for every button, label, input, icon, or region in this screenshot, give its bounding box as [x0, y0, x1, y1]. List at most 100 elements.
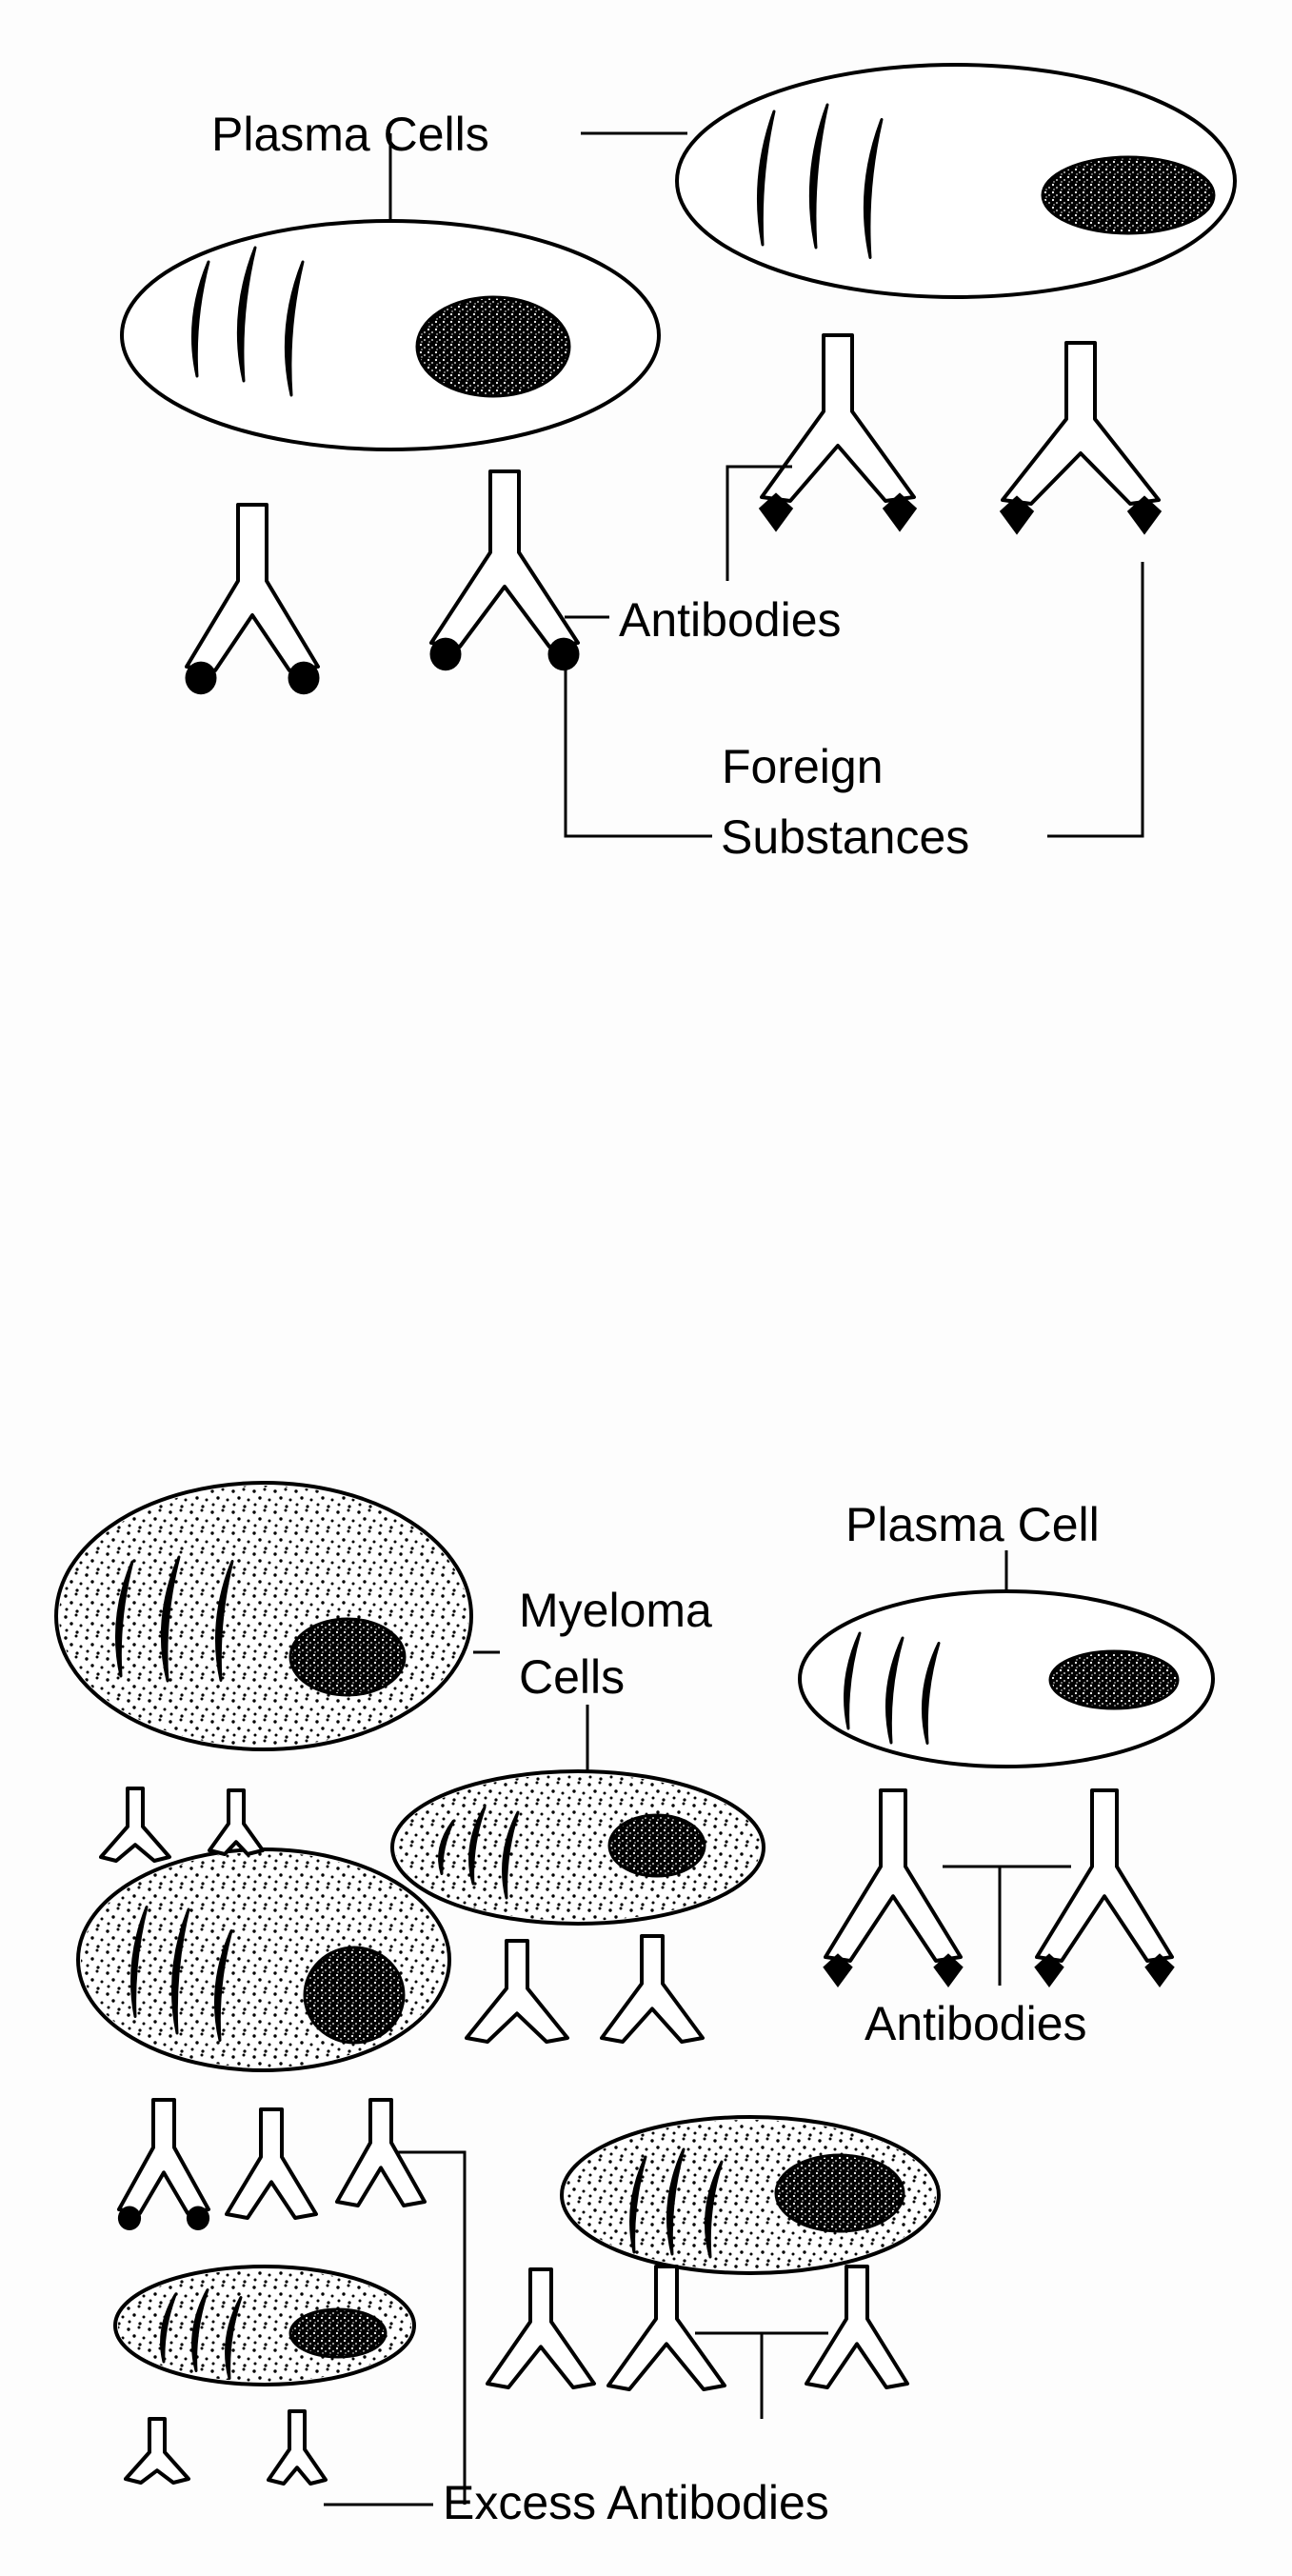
antigen-round [185, 661, 217, 695]
endoplasmic-reticulum-streak [160, 2293, 177, 2364]
endoplasmic-reticulum-streak [170, 1907, 190, 2035]
nucleus [288, 2307, 388, 2359]
endoplasmic-reticulum-streak [863, 118, 884, 259]
antigen-diamond [1144, 1953, 1175, 1988]
endoplasmic-reticulum-streak [502, 1810, 520, 1900]
endoplasmic-reticulum-streak [160, 1555, 181, 1683]
antibody-myeloma-8 [486, 2267, 596, 2389]
endoplasmic-reticulum-streak [284, 260, 305, 397]
endoplasmic-reticulum-streak [629, 2155, 647, 2254]
antibody-myeloma-small-12 [267, 2409, 328, 2486]
antibody-body [760, 333, 916, 503]
antigen-round [186, 2206, 210, 2230]
antibody-myeloma-10 [805, 2265, 909, 2389]
antigen-round [117, 2206, 142, 2230]
nucleus [415, 295, 571, 398]
antibody-plasma-bottom-2 [1034, 1788, 1175, 1988]
antibody-myeloma-small-2 [208, 1788, 265, 1856]
antigen-round [288, 661, 320, 695]
antigen-round [429, 637, 462, 671]
antibody-body [606, 2265, 726, 2391]
antigen-diamond [823, 1953, 853, 1988]
plasma-cell-left [120, 219, 661, 451]
nucleus [288, 1617, 407, 1697]
endoplasmic-reticulum-streak [114, 1560, 134, 1678]
antibody-myeloma-7 [335, 2098, 427, 2207]
antibody-body [429, 469, 580, 649]
antigen-diamond [1034, 1953, 1064, 1988]
label-foreign-line2: Substances [721, 810, 969, 864]
antibody-myeloma-small-11 [124, 2417, 190, 2485]
endoplasmic-reticulum-streak [468, 1806, 487, 1886]
antibody-body [185, 503, 320, 672]
antibody-body [267, 2409, 328, 2486]
label-myeloma-line2: Cells [519, 1650, 625, 1704]
myeloma-cell-1 [54, 1481, 473, 1751]
nucleus [1041, 155, 1216, 235]
antibody-top-3 [758, 333, 918, 532]
label-antibodies-top: Antibodies [619, 593, 842, 647]
nucleus [1048, 1649, 1180, 1710]
antibody-top-1 [185, 503, 320, 695]
leader-lines [324, 131, 1144, 2506]
plasma-cell-bottom [798, 1589, 1215, 1768]
myeloma-cell-4 [560, 2115, 941, 2275]
endoplasmic-reticulum-streak [191, 2288, 209, 2372]
label-myeloma-line1: Myeloma [519, 1584, 712, 1637]
nucleus [607, 1813, 706, 1878]
antibody-body [117, 2098, 210, 2215]
endoplasmic-reticulum-streak [921, 1642, 941, 1745]
myeloma-cell-5 [113, 2265, 416, 2386]
endoplasmic-reticulum-streak [885, 1636, 904, 1745]
antibody-myeloma-small-1 [99, 1787, 171, 1863]
label-foreign-line1: Foreign [722, 740, 884, 793]
antigen-diamond [933, 1953, 964, 1988]
antibody-body [1035, 1788, 1174, 1963]
antibody-body [208, 1788, 265, 1856]
antibody-body [1001, 341, 1161, 506]
leader-foreign-left [564, 667, 712, 838]
antibody-body [225, 2107, 318, 2220]
antibody-myeloma-3 [465, 1939, 569, 2044]
nucleus [774, 2153, 905, 2233]
antigen-diamond [758, 492, 794, 532]
antibody-top-2 [429, 469, 580, 671]
antibody-body [124, 2417, 190, 2485]
leader-excess-bracket-top [398, 2150, 467, 2505]
cell-membrane [120, 219, 661, 451]
endoplasmic-reticulum-streak [756, 110, 776, 247]
antigen-diamond [882, 492, 918, 532]
endoplasmic-reticulum-streak [666, 2147, 686, 2256]
myeloma-cell-2 [390, 1769, 765, 1926]
antigen-round [547, 637, 580, 671]
endoplasmic-reticulum-streak [214, 1560, 234, 1682]
label-antibodies-bottom: Antibodies [865, 1997, 1087, 2050]
plasma-cell-right [675, 63, 1237, 299]
label-plasma-cells: Plasma Cells [211, 108, 489, 161]
antibody-body [99, 1787, 171, 1863]
antibody-top-4 [999, 341, 1163, 535]
antibody-myeloma-4 [600, 1934, 705, 2044]
endoplasmic-reticulum-streak [844, 1631, 862, 1730]
endoplasmic-reticulum-streak [236, 246, 257, 383]
endoplasmic-reticulum-streak [704, 2160, 724, 2259]
endoplasmic-reticulum-streak [190, 260, 210, 378]
endoplasmic-reticulum-streak [808, 103, 829, 250]
diagram-shapes [54, 63, 1237, 2486]
leader-antibodies-top-right [726, 465, 792, 581]
antibody-body [824, 1788, 963, 1963]
endoplasmic-reticulum-streak [438, 1820, 455, 1875]
nucleus [303, 1946, 406, 2045]
myeloma-cell-3 [76, 1847, 451, 2072]
antibody-body [335, 2098, 427, 2207]
antibody-body [486, 2267, 596, 2389]
endoplasmic-reticulum-streak [130, 1906, 149, 2018]
antibody-plasma-bottom-1 [823, 1788, 964, 1988]
label-plasma-cell: Plasma Cell [845, 1498, 1100, 1551]
antibody-myeloma-9 [606, 2265, 726, 2391]
antigen-diamond [999, 495, 1035, 535]
antibody-body [465, 1939, 569, 2044]
endoplasmic-reticulum-streak [213, 1929, 233, 2042]
antibody-body [805, 2265, 909, 2389]
